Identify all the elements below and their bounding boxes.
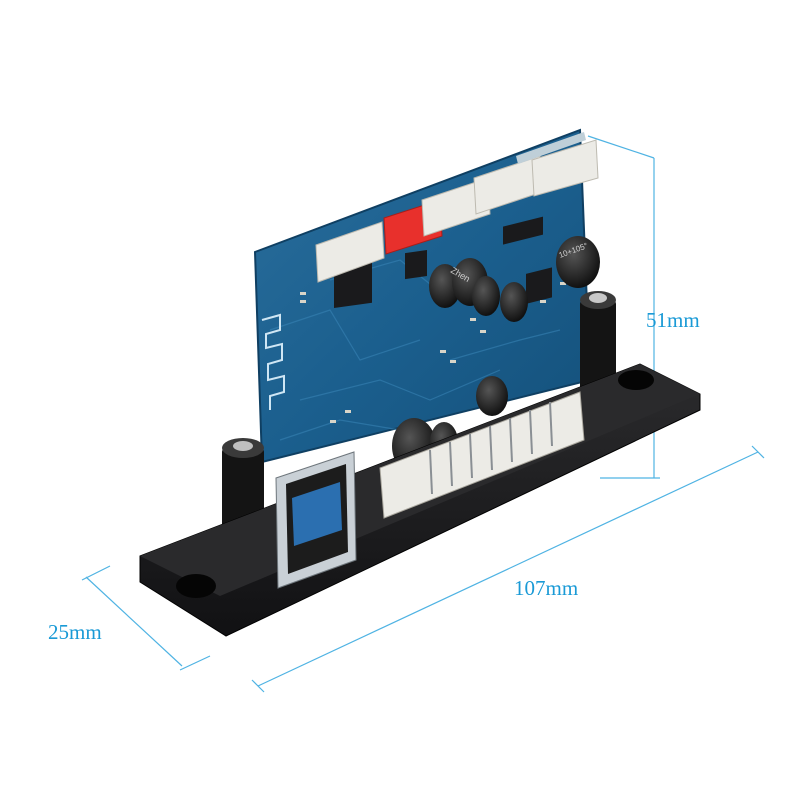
- height-dimension-label: 51mm: [646, 308, 700, 332]
- mount-hole-left: [176, 574, 216, 598]
- ic-chip: [526, 267, 552, 304]
- top-connectors: [315, 132, 599, 283]
- ic-chip: [503, 216, 543, 245]
- mount-hole-right: [618, 370, 654, 390]
- ic-chip: [405, 249, 427, 280]
- depth-dimension-label: 25mm: [48, 620, 102, 644]
- usb-port: [275, 451, 357, 589]
- pcb-board: [253, 128, 592, 464]
- header-connector: [379, 391, 585, 519]
- length-dimension-label: 107mm: [514, 576, 579, 600]
- antenna-pattern: [261, 313, 285, 410]
